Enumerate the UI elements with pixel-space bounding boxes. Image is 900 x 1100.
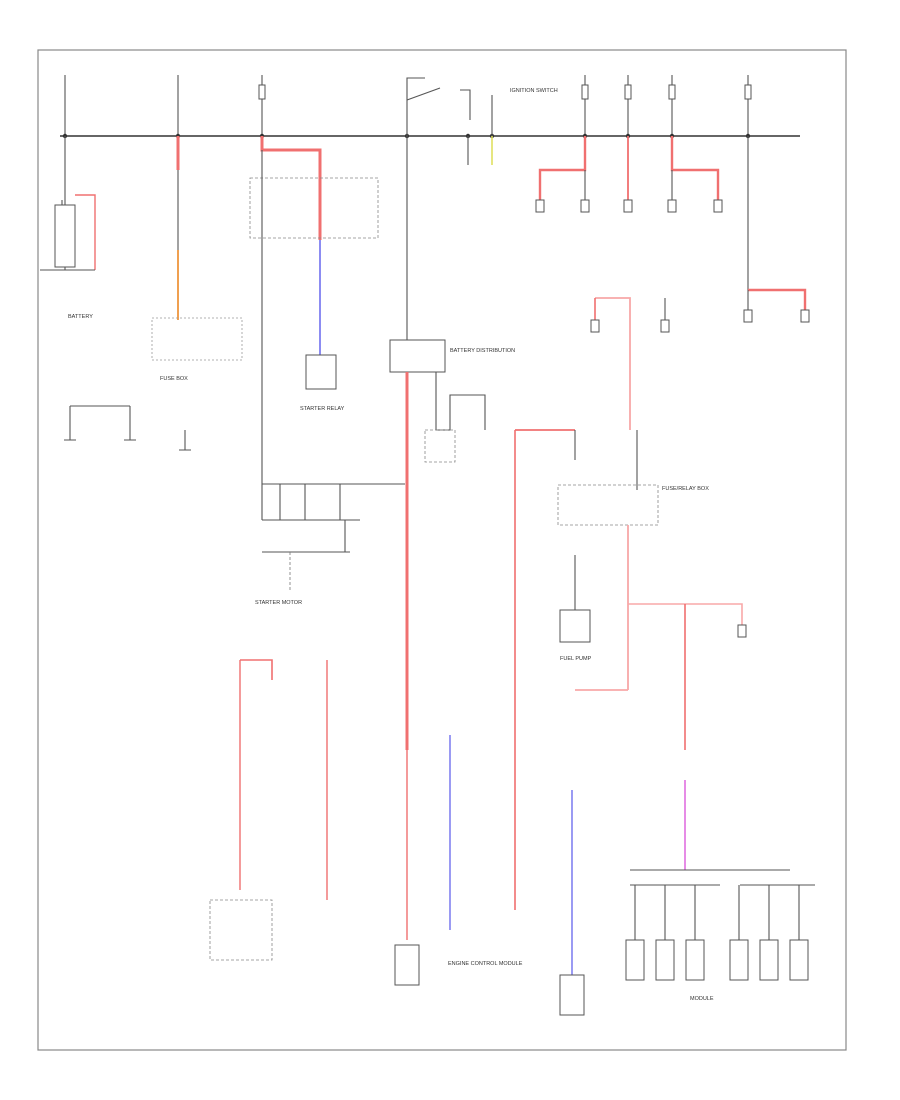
fuse-relay-box-label: FUSE/RELAY BOX [662,486,709,492]
ground-rail-center: STARTER MOTOR [255,483,405,606]
relay-block-center-left: STARTER RELAY [249,136,379,520]
engine-control-label: ENGINE CONTROL MODULE [448,961,523,967]
starter-relay-label: STARTER RELAY [300,406,345,412]
battery-icon [54,204,76,268]
lower-right-branch [628,603,815,886]
module-row-label: MODULE [690,996,714,1002]
right-center-feed [514,429,576,910]
fuse-relay-box: FUSE/RELAY BOX FUEL PUMP [557,484,709,691]
top-fuse-symbols [258,84,752,100]
ground-group-left [64,405,191,451]
right-fuse-row [535,136,723,213]
ignition-switch: IGNITION SWITCH [406,77,558,165]
battery-section: BATTERY [40,136,96,320]
battery-distribution-label: BATTERY DISTRIBUTION [450,348,515,354]
battery-distribution-block [389,339,446,373]
right-fuse-row-grounds [535,199,723,213]
starter-motor-label: STARTER MOTOR [255,600,302,606]
fuel-pump-label: FUEL PUMP [560,656,592,662]
diagram-frame [37,49,847,1051]
mid-right-cluster [590,297,670,490]
ignition-switch-label: IGNITION SWITCH [510,88,558,94]
fuse-box-label: FUSE BOX [160,376,188,382]
battery-label: BATTERY [68,314,93,320]
far-right-feed [743,136,810,323]
lower-center-circuits: ENGINE CONTROL MODULE [209,659,585,1016]
center-spine: BATTERY DISTRIBUTION [389,136,515,750]
fuse-block-left: FUSE BOX [151,136,243,382]
module-row: MODULE [625,885,809,1002]
